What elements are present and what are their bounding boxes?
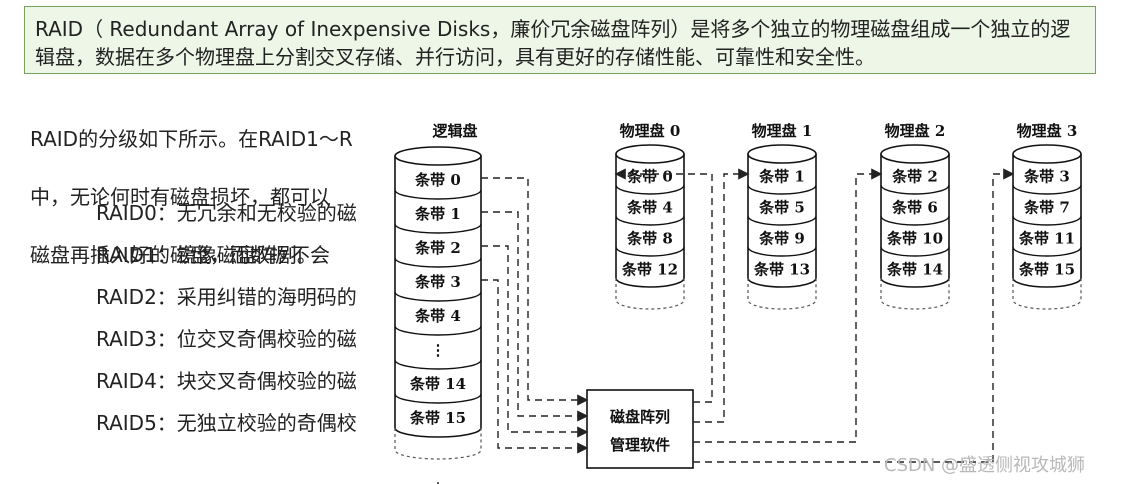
raid-levels-list: RAID0：无冗余和无校验的磁 RAID1：镜像磁盘阵列。 RAID2：采用纠错… (96, 196, 516, 448)
logical-disk-stripe-label: 条带 3 (414, 273, 461, 291)
physical-disk-2-stripe-label: 条带 6 (891, 199, 938, 217)
controller-to-physical-connector (693, 168, 1015, 463)
physical-disk-0-divider (615, 215, 685, 226)
physical-disk-2-top (880, 144, 950, 164)
physical-disk-2-stripe-label: 条带 10 (886, 230, 943, 248)
physical-disk-3-stripe-label: 条带 3 (1023, 168, 1070, 186)
logical-to-controller-connector (481, 177, 589, 406)
logical-disk-stripe-label: 条带 0 (414, 171, 461, 189)
physical-disk-2-body (880, 154, 950, 288)
physical-disk-title: 物理盘 3 (1017, 122, 1078, 140)
logical-to-controller-connector (481, 211, 589, 422)
logical-to-controller-connector (481, 279, 589, 454)
physical-disk-3-body (1012, 154, 1082, 288)
controller-to-physical-connector (693, 168, 750, 423)
logical-disk-stripe-label: 条带 1 (414, 205, 461, 223)
logical-disk-title: 逻辑盘 (432, 122, 477, 140)
physical-disk-3-dashed-extension (1012, 278, 1082, 310)
logical-disk-divider (394, 393, 482, 404)
logical-disk-divider (394, 223, 482, 234)
logical-disk-divider (394, 325, 482, 336)
physical-disk-2-divider (880, 246, 950, 257)
intro-line: 中，无论何时有磁盘损坏，都可以 (30, 185, 330, 209)
physical-disk-2-divider (880, 215, 950, 226)
physical-disk-2-dashed-extension (880, 278, 950, 310)
controller-label-line1: 磁盘阵列 (610, 408, 670, 426)
physical-disk-2-stripe-label: 条带 2 (891, 168, 938, 186)
physical-disk-3-stripe-label: 条带 11 (1018, 230, 1075, 248)
physical-disk-0-stripe-label: 条带 4 (626, 199, 673, 217)
physical-disk-0-divider (615, 246, 685, 257)
definition-box: RAID（ Redundant Array of Inexpensive Dis… (24, 6, 1096, 74)
logical-disk-divider (394, 291, 482, 302)
physical-disk-1-divider (747, 246, 817, 257)
logical-disk-stripe-label: 条带 4 (414, 307, 461, 325)
physical-disk-3-divider (1012, 184, 1082, 195)
logical-disk-body (394, 156, 482, 438)
physical-disk-1-divider (747, 184, 817, 195)
physical-disk-title: 物理盘 2 (885, 122, 946, 140)
controller-to-physical-connector (693, 168, 883, 443)
raid-level-item: RAID0：无冗余和无校验的磁 (96, 201, 357, 225)
controller-label-line2: 管理软件 (610, 436, 670, 454)
logical-disk-stripe-label: ⋮ (431, 341, 446, 359)
physical-disk-0-stripe-label: 条带 0 (626, 168, 673, 186)
raid-level-item: RAID3：位交叉奇偶校验的磁 (96, 327, 357, 351)
physical-disk-0-stripe-label: 条带 12 (621, 261, 678, 279)
physical-disk-1-stripe-label: 条带 9 (758, 230, 805, 248)
physical-disk-2-stripe-label: 条带 14 (886, 261, 943, 279)
intro-line: 磁盘再插入好的磁盘，而数据不会 (30, 243, 330, 267)
physical-disk-title: 物理盘 1 (752, 122, 813, 140)
raid-level-item: RAID4：块交叉奇偶校验的磁 (96, 369, 357, 393)
physical-disk-0-top (615, 144, 685, 164)
physical-disk-1-divider (747, 215, 817, 226)
physical-disk-1-stripe-label: 条带 13 (753, 261, 810, 279)
logical-disk-divider (394, 257, 482, 268)
logical-disk-dashed-extension (394, 428, 482, 460)
physical-disk-3-top (1012, 144, 1082, 164)
physical-disk-1-dashed-extension (747, 278, 817, 310)
physical-disk-3-stripe-label: 条带 7 (1023, 199, 1070, 217)
intro-paragraph: RAID的分级如下所示。在RAID1～R 中，无论何时有磁盘损坏，都可以 磁盘再… (30, 96, 550, 299)
physical-disk-3-divider (1012, 246, 1082, 257)
definition-text: RAID（ Redundant Array of Inexpensive Dis… (35, 17, 1071, 69)
intro-line: RAID的分级如下所示。在RAID1～R (30, 127, 353, 151)
logical-disk-divider (394, 359, 482, 370)
physical-disk-1-stripe-label: 条带 1 (758, 168, 805, 186)
logical-to-controller-connector (481, 245, 589, 438)
raid-level-item: RAID5：无独立校验的奇偶校 (96, 411, 357, 435)
controller-to-physical-connector (614, 168, 713, 403)
logical-disk-stripe-label: 条带 14 (409, 375, 466, 393)
raid-level-item: RAID2：采用纠错的海明码的 (96, 285, 357, 309)
raid-striping-diagram: 逻辑盘 物理盘 0 物理盘 1 物理盘 2 物理盘 3 条带 0 条带 1 条带 2 条带 3 条… (380, 100, 1125, 484)
physical-disk-0-dashed-extension (615, 278, 685, 310)
physical-disk-0-stripe-label: 条带 8 (626, 230, 673, 248)
physical-disk-2-divider (880, 184, 950, 195)
controller-box (586, 389, 694, 469)
logical-disk-stripe-label: 条带 2 (414, 239, 461, 257)
physical-disk-1-stripe-label: 条带 5 (758, 199, 805, 217)
physical-disk-1-body (747, 154, 817, 288)
physical-disk-3-divider (1012, 215, 1082, 226)
logical-disk-stripe-label: 条带 15 (409, 409, 466, 427)
physical-disk-0-divider (615, 184, 685, 195)
diagram-canvas: 逻辑盘 物理盘 0 物理盘 1 物理盘 2 物理盘 3 条带 0 条带 1 条带 2 条带 3 条… (394, 122, 1082, 484)
physical-disk-1-top (747, 144, 817, 164)
raid-level-item: RAID1：镜像磁盘阵列。 (96, 243, 317, 267)
physical-disk-3-stripe-label: 条带 15 (1018, 261, 1075, 279)
watermark-credit: CSDN @盛透侧视攻城狮 (884, 455, 1086, 476)
logical-disk-top (394, 146, 482, 166)
physical-disk-title: 物理盘 0 (620, 122, 681, 140)
physical-disk-0-body (615, 154, 685, 288)
logical-disk-divider (394, 189, 482, 200)
